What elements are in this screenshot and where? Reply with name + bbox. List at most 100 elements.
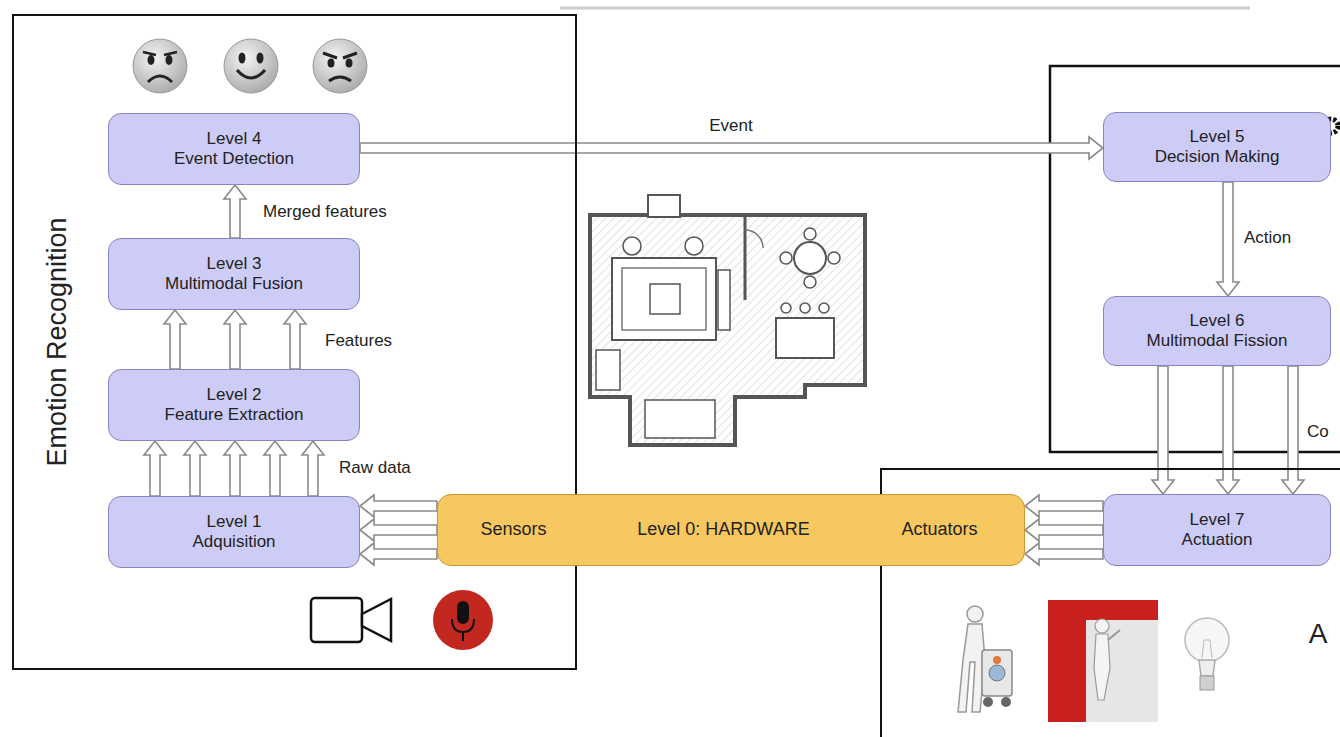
- sad-face: [143, 52, 177, 55]
- robot-figure: [958, 624, 985, 712]
- hollow-arrow: [1152, 366, 1174, 494]
- floor-plan: [819, 303, 829, 313]
- level-box: Level 6 Multimodal Fission: [1103, 296, 1331, 366]
- door-figure: [1086, 620, 1158, 722]
- recognition-region: Level 4 Event DetectionLevel 3 Multimoda…: [12, 14, 577, 670]
- happy-face: [257, 53, 264, 64]
- hollow-arrow: [164, 310, 186, 369]
- robot-figure: [1001, 697, 1011, 707]
- microphone-icon: [457, 601, 469, 624]
- floor-plan: [612, 258, 716, 340]
- angry-face: [329, 77, 351, 81]
- door-figure: [1048, 600, 1158, 722]
- level-box: Level 1 Adquisition: [108, 496, 360, 568]
- hollow-arrow: [1025, 543, 1103, 565]
- microphone-icon: [462, 632, 464, 641]
- level-label: Level 3 Multimodal Fusion: [165, 254, 303, 295]
- robot-figure: [958, 606, 1012, 712]
- edge-label: Merged features: [261, 202, 389, 222]
- robot-figure: [967, 606, 983, 622]
- hollow-arrow: [224, 310, 246, 369]
- floor-plan: [623, 237, 641, 255]
- floor-plan: [804, 276, 816, 288]
- floor-plan: [744, 215, 747, 300]
- hollow-arrow: [144, 441, 166, 496]
- hollow-arrow: [1282, 366, 1304, 494]
- light-bulb: [1200, 676, 1214, 690]
- robot-figure: [982, 650, 1012, 696]
- hollow-arrow: [1025, 495, 1103, 517]
- level-box: Level 4 Event Detection: [108, 113, 360, 185]
- floor-plan: [804, 228, 816, 240]
- camera-icon: [311, 598, 391, 642]
- hollow-arrow: [360, 495, 437, 517]
- happy-face: [224, 39, 278, 93]
- light-bulb: [1202, 640, 1212, 658]
- floor-plan: [590, 215, 865, 445]
- hollow-arrow: [224, 185, 246, 238]
- sad-face: [133, 39, 187, 93]
- floor-plan: [781, 303, 791, 313]
- hollow-arrow: [264, 441, 286, 496]
- level-box: Level 7 Actuation: [1103, 494, 1331, 566]
- floor-plan: [794, 242, 826, 274]
- sad-face: [133, 39, 187, 93]
- level-label: Level 5 Decision Making: [1155, 127, 1280, 168]
- angry-face: [346, 59, 353, 68]
- band-label: Actuators: [901, 520, 977, 540]
- hollow-arrow: [360, 543, 437, 565]
- robot-figure: [993, 656, 1001, 664]
- sad-face: [148, 76, 172, 82]
- robot-figure: [983, 697, 993, 707]
- happy-face: [224, 39, 278, 93]
- angry-face: [313, 39, 367, 93]
- floor-plan: [685, 237, 703, 255]
- microphone-icon: [433, 590, 493, 650]
- edge-label: Co: [1305, 422, 1331, 442]
- level-label: Level 4 Event Detection: [174, 129, 294, 170]
- hollow-arrow: [302, 441, 324, 496]
- edge-label: Features: [323, 331, 394, 351]
- edge-label: Action: [1242, 228, 1293, 248]
- floor-plan: [645, 400, 715, 438]
- floor-plan: [590, 195, 865, 445]
- edge-label: Event: [707, 116, 754, 136]
- hollow-arrow: [360, 519, 437, 541]
- hollow-arrow: [1217, 182, 1239, 296]
- region-title: A: [1309, 619, 1328, 650]
- microphone-icon: [433, 590, 493, 650]
- door-figure: [1108, 630, 1120, 640]
- door-figure: [1094, 634, 1110, 700]
- top-rule: [560, 7, 1250, 10]
- level-label: Level 7 Actuation: [1182, 510, 1253, 551]
- floor-plan: [650, 284, 680, 314]
- hollow-arrow: [1217, 366, 1239, 494]
- floor-plan: [828, 252, 840, 264]
- floor-plan: [780, 252, 792, 264]
- level-label: Level 6 Multimodal Fission: [1147, 311, 1288, 352]
- happy-face: [237, 70, 265, 78]
- floor-plan: [622, 268, 706, 330]
- floor-plan: [745, 230, 763, 248]
- edge-label: Raw data: [337, 458, 413, 478]
- floor-plan: [800, 303, 810, 313]
- light-bulb: [1185, 618, 1229, 662]
- camera-icon: [362, 599, 391, 641]
- level-box: Level 2 Feature Extraction: [108, 369, 360, 441]
- hollow-arrow: [1025, 519, 1103, 541]
- level-label: Level 1 Adquisition: [192, 512, 275, 553]
- sad-face: [148, 55, 155, 65]
- sad-face: [166, 55, 173, 65]
- hollow-arrow: [360, 137, 1103, 159]
- floor-plan: [596, 350, 620, 390]
- band-label: Level 0: HARDWARE: [637, 520, 809, 540]
- happy-face: [239, 53, 246, 64]
- light-bulb: [1199, 660, 1215, 676]
- angry-face: [313, 39, 367, 93]
- floor-plan: [718, 270, 730, 330]
- hollow-arrow: [224, 441, 246, 496]
- door-figure: [1048, 600, 1158, 722]
- robot-figure: [989, 665, 1005, 681]
- band-label: Sensors: [480, 520, 546, 540]
